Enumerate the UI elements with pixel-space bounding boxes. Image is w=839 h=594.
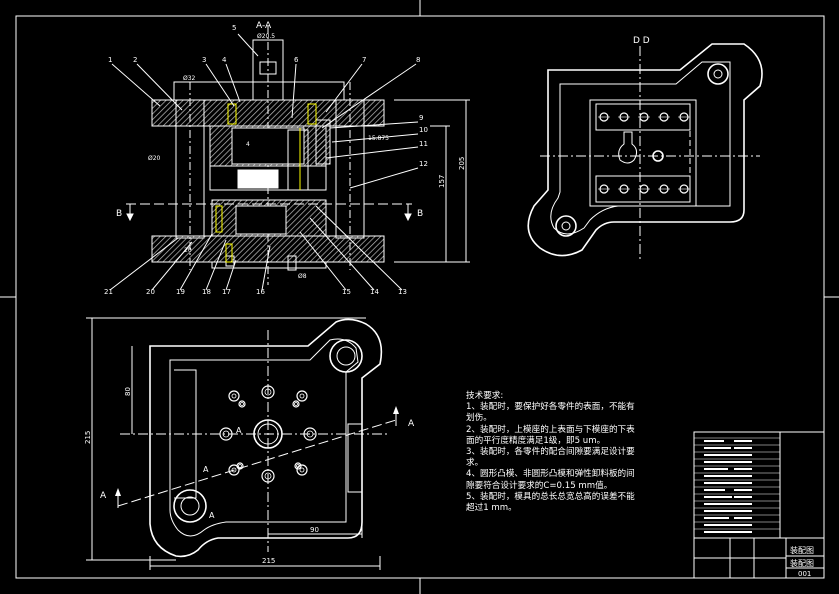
dim-d-8: Ø8 xyxy=(298,273,307,280)
section-a-a-labels: A-A Ø20.5 Ø32 Ø20 Ø8 20 4 15.875 205 157… xyxy=(116,21,466,280)
plan-hole xyxy=(236,462,244,470)
title-block xyxy=(693,431,825,579)
dim-d-top: Ø20.5 xyxy=(257,33,275,40)
title-block-name1: 装配图 xyxy=(790,545,814,555)
note-line: 2、装配时，上模座的上表面与下模座的下表面的平行度精度满足1级，即5 um。 xyxy=(466,424,635,446)
section-mark-a-inner2: A xyxy=(203,465,209,474)
plan-hole xyxy=(296,390,308,402)
title-block-number: 001 xyxy=(798,570,811,578)
plan-hole xyxy=(294,462,302,470)
note-line: 5、装配时，模具的总长总宽总高的误差不能超过1 mm。 xyxy=(466,491,635,514)
part-number-19: 19 xyxy=(176,288,185,296)
part-number-7: 7 xyxy=(362,56,366,64)
note-line: 4、圆形凸模、非圆形凸模和弹性卸料板的间隙要符合设计要求的C=0.15 mm值。 xyxy=(466,469,635,491)
plan-hole-inner xyxy=(299,393,305,399)
plan-hole xyxy=(228,464,240,476)
part-numbers-top: 5 1 2 3 4 6 7 8 xyxy=(108,24,420,64)
dim-205: 205 xyxy=(458,157,466,170)
note-line: 3、装配时，各零件的配合间隙要满足设计要求。 xyxy=(466,447,635,469)
part-number-15: 15 xyxy=(342,288,351,296)
part-numbers-bottom: 21 20 19 18 17 16 15 14 13 xyxy=(104,288,407,296)
dim-157: 157 xyxy=(438,175,446,188)
plan-hole-inner xyxy=(231,393,237,399)
section-mark-a-inner1: A xyxy=(236,426,242,435)
plan-hole xyxy=(238,400,246,408)
dim-15: 15.875 xyxy=(368,135,389,142)
section-a-a xyxy=(109,26,470,291)
plan-hole-inner xyxy=(296,464,300,468)
part-number-17: 17 xyxy=(222,288,231,296)
plan-hole xyxy=(261,385,275,399)
plan-hole xyxy=(228,390,240,402)
dim-h-80: 80 xyxy=(124,387,132,396)
part-number-18: 18 xyxy=(202,288,211,296)
part-number-1: 1 xyxy=(108,56,112,64)
part-number-3: 3 xyxy=(202,56,206,64)
section-mark-a-left: A xyxy=(100,491,107,501)
part-numbers-right: 9 10 11 12 xyxy=(419,114,428,168)
dim-h-215: 215 xyxy=(84,431,92,444)
part-number-14: 14 xyxy=(370,288,379,296)
dim-w-215: 215 xyxy=(262,557,275,565)
plan-holes xyxy=(219,385,317,483)
plan-hole xyxy=(303,427,317,441)
part-number-16: 16 xyxy=(256,288,265,296)
part-number-20: 20 xyxy=(146,288,155,296)
dim-d-32: Ø32 xyxy=(183,75,196,82)
dd-holes xyxy=(598,112,690,194)
notes-lines: 1、装配时，要保护好各零件的表面，不能有划伤。2、装配时，上模座的上表面与下模座… xyxy=(466,402,638,514)
part-number-4: 4 xyxy=(222,56,227,64)
note-line: 1、装配时，要保护好各零件的表面，不能有划伤。 xyxy=(466,402,635,424)
title-block-name2: 装配图 xyxy=(790,558,814,568)
plan-hole-inner xyxy=(222,430,230,438)
part-number-10: 10 xyxy=(419,126,428,134)
part-number-8: 8 xyxy=(416,56,420,64)
plan-hole-inner xyxy=(306,430,314,438)
notes-heading: 技术要求: xyxy=(466,391,504,401)
part-number-9: 9 xyxy=(419,114,423,122)
plan-hole-inner xyxy=(240,402,244,406)
plan-hole-inner xyxy=(264,388,272,396)
section-title: A-A xyxy=(256,21,272,31)
title-block-rows xyxy=(694,437,780,533)
dim-d-20: Ø20 xyxy=(148,155,161,162)
plan-hole xyxy=(296,464,308,476)
part-number-12: 12 xyxy=(419,160,428,168)
plan-hole-inner xyxy=(294,402,298,406)
part-number-11: 11 xyxy=(419,140,428,148)
dim-4: 4 xyxy=(246,141,250,148)
dim-w-90: 90 xyxy=(310,526,319,534)
plan-hole-inner xyxy=(299,467,305,473)
section-d-d-title: D D xyxy=(633,36,650,46)
section-mark-b-right: B xyxy=(417,209,423,219)
plan-view xyxy=(86,317,399,570)
plan-hole-inner xyxy=(231,467,237,473)
plan-hole xyxy=(261,469,275,483)
plan-hole xyxy=(219,427,233,441)
plan-hole-inner xyxy=(238,464,242,468)
section-mark-a-inner3: A xyxy=(209,511,215,520)
part-number-6: 6 xyxy=(294,56,299,64)
section-mark-a-right: A xyxy=(408,419,415,429)
part-number-5: 5 xyxy=(232,24,236,32)
section-mark-b-left: B xyxy=(116,209,122,219)
dim-20: 20 xyxy=(184,247,192,254)
part-number-13: 13 xyxy=(398,288,407,296)
plan-hole xyxy=(292,400,300,408)
part-number-21: 21 xyxy=(104,288,113,296)
part-number-2: 2 xyxy=(133,56,137,64)
section-d-d xyxy=(527,43,763,262)
technical-notes: 技术要求: 1、装配时，要保护好各零件的表面，不能有划伤。2、装配时，上模座的上… xyxy=(466,391,638,514)
plan-view-labels: 215 90 215 80 A A A A A xyxy=(84,387,415,565)
plan-hole-inner xyxy=(264,472,272,480)
